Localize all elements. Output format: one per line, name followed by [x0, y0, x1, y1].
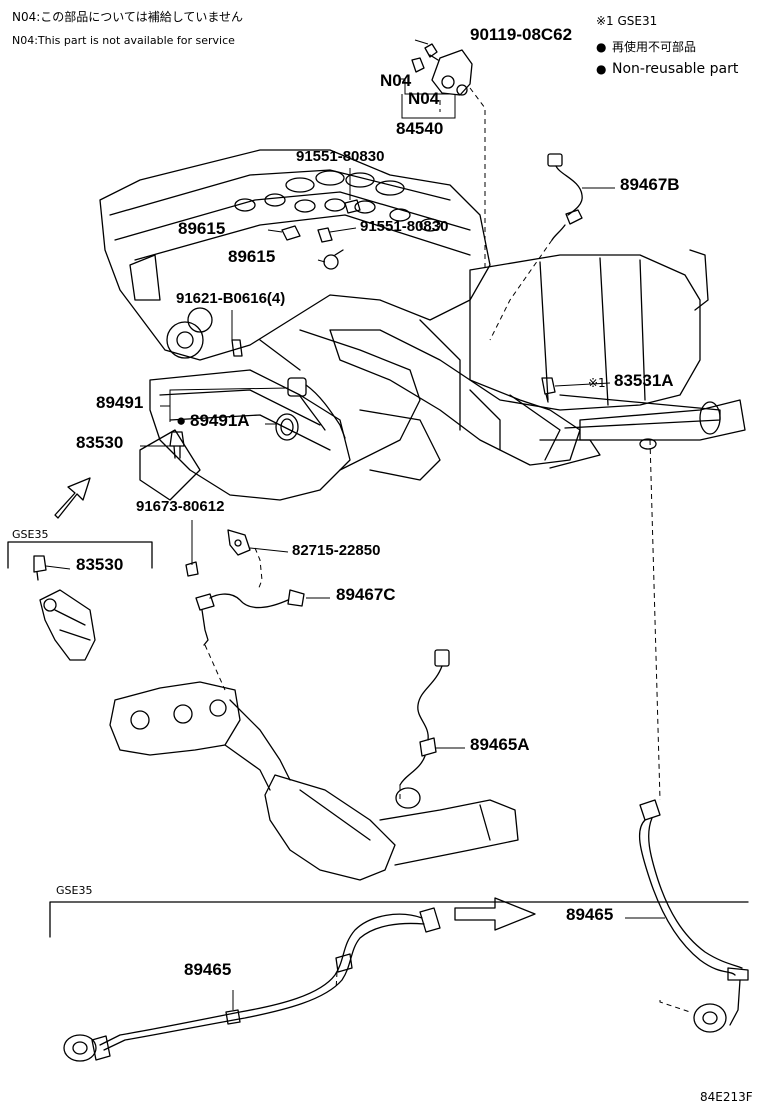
legend-bullet-1: ● — [596, 40, 607, 54]
sensor-89491-drawing — [275, 377, 346, 441]
label-mark-1: ※1 — [588, 376, 606, 390]
sensor-83530-drawing — [169, 431, 185, 459]
sensor-89467c-drawing — [195, 589, 305, 646]
label-n04-lower: N04 — [408, 89, 440, 108]
label-91673-80612: 91673-80612 — [136, 498, 225, 515]
sensor-89467b-drawing — [547, 153, 583, 241]
sensor-89465-gse35-drawing — [63, 907, 441, 1062]
label-89465a: 89465A — [470, 735, 530, 754]
legend-nonreusable-jp: 再使用不可部品 — [612, 40, 697, 54]
gse35-box-1 — [7, 541, 153, 569]
sensor-83531a-drawing — [541, 377, 556, 403]
engine-drawing — [99, 149, 491, 501]
label-90119-08c62: 90119-08C62 — [470, 25, 573, 44]
bracket-82715-drawing — [185, 529, 251, 577]
bullet-89491a: ● — [176, 411, 187, 430]
legend-nonreusable-en: Non-reusable part — [612, 61, 739, 77]
label-89615-a: 89615 — [178, 219, 226, 238]
label-91551-80830-b: 91551-80830 — [360, 218, 449, 235]
sensor-83530-gse35-drawing — [33, 555, 96, 661]
gse35-box-2 — [49, 901, 749, 938]
label-84540: 84540 — [396, 119, 444, 138]
label-89467c: 89467C — [336, 585, 396, 604]
view-arrow-right — [454, 897, 536, 931]
view-arrow-upper — [54, 477, 91, 519]
diagram-code: 84E213F — [700, 1090, 753, 1104]
label-gse35-lower: GSE35 — [56, 884, 93, 897]
note-japanese: N04:この部品については補給していません — [12, 10, 243, 24]
sensor-89465-right-drawing — [638, 799, 749, 1033]
label-89465-lower: 89465 — [184, 960, 232, 979]
label-89491a: 89491A — [190, 411, 250, 430]
label-82715-22850: 82715-22850 — [292, 542, 381, 559]
legend-bullet-2: ● — [596, 62, 607, 76]
label-89465-right: 89465 — [566, 905, 614, 924]
label-83530: 83530 — [76, 433, 124, 452]
label-83531a: 83531A — [614, 371, 674, 390]
note-gse31: ※1 GSE31 — [596, 14, 658, 28]
label-89467b: 89467B — [620, 175, 680, 194]
exhaust-manifold-drawing — [329, 329, 601, 469]
solid-leaders — [45, 39, 665, 1010]
sensor-89465a-drawing — [399, 649, 450, 786]
sensor-84540-drawing — [411, 43, 473, 96]
label-91621-b0616: 91621-B0616(4) — [176, 290, 286, 307]
label-gse35-upper: GSE35 — [12, 528, 49, 541]
transmission-drawing — [469, 249, 746, 450]
label-89491: 89491 — [96, 393, 144, 412]
dashed-leaders — [204, 87, 691, 1013]
bolts-89615-drawing — [231, 199, 361, 357]
label-91551-80830-a: 91551-80830 — [296, 148, 385, 165]
label-n04-upper: N04 — [380, 71, 412, 90]
note-english: N04:This part is not available for servi… — [12, 34, 235, 47]
catalytic-converter-drawing — [109, 681, 519, 881]
label-89615-b: 89615 — [228, 247, 276, 266]
label-83530-gse35: 83530 — [76, 555, 124, 574]
